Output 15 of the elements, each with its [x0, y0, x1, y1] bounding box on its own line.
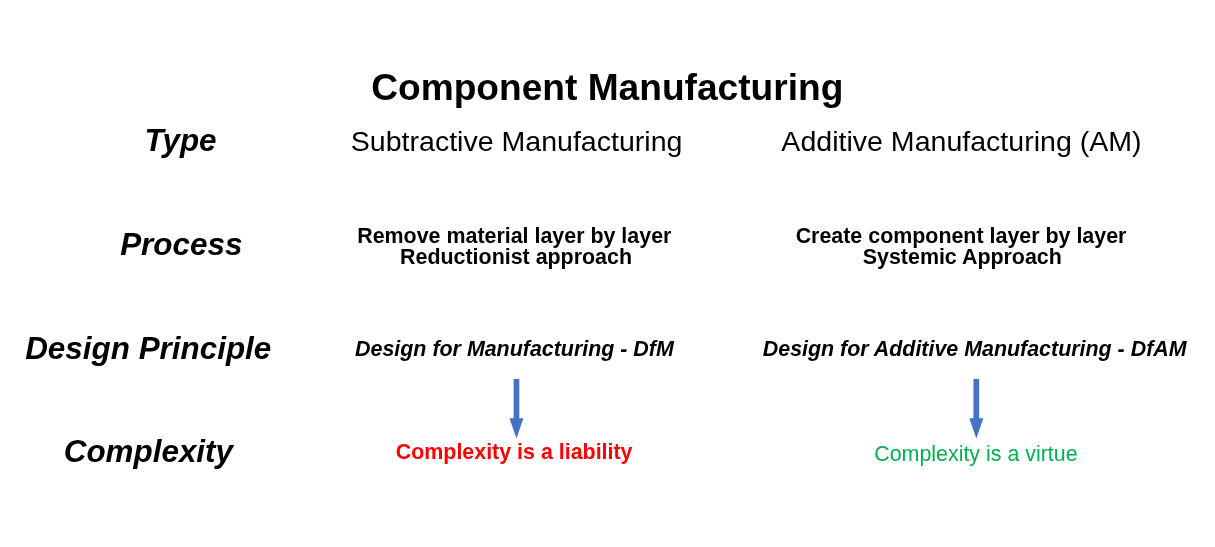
node-text: Design for Additive Manufacturing - DfAM [762, 337, 1187, 362]
node-text: Design for Manufacturing - DfM [355, 337, 674, 362]
node-text: Complexity is a virtue [874, 441, 1078, 466]
label: Subtractive Manufacturing [350, 125, 683, 158]
arrow [969, 378, 984, 439]
label: Create component layer by layer [795, 223, 1127, 248]
label: Design Principle [25, 331, 272, 367]
label: Process [120, 227, 243, 263]
arrow [509, 378, 524, 439]
label: Complexity [63, 434, 234, 470]
label: Type [144, 122, 217, 158]
node-text: Complexity is a liability [395, 440, 633, 465]
diagram-title: Component Manufacturing [371, 65, 844, 108]
label: Additive Manufacturing (AM) [781, 125, 1142, 158]
label: Remove material layer by layer [357, 223, 672, 248]
